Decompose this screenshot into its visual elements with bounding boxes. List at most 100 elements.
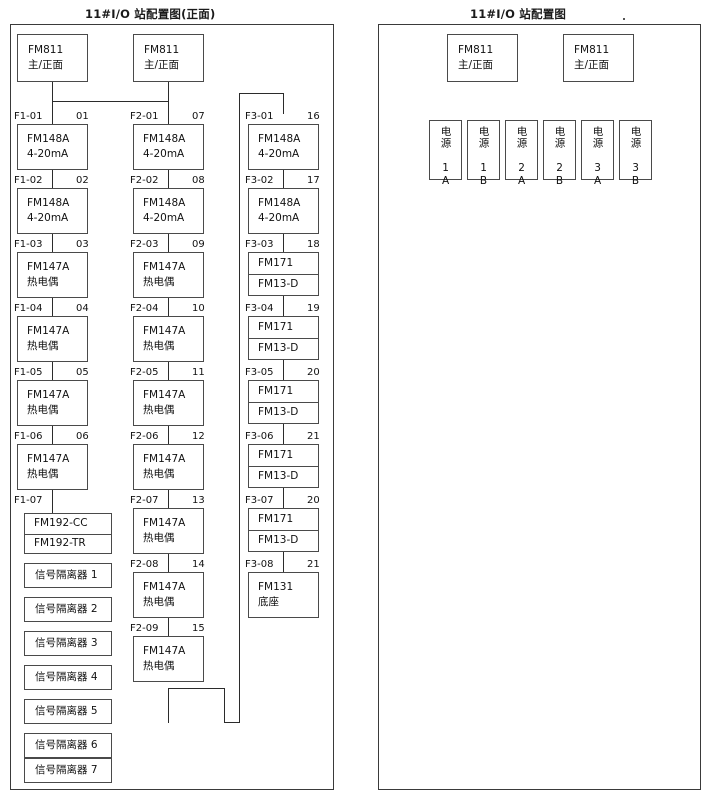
module-f2-05[interactable]: FM147A 热电偶 xyxy=(133,380,204,426)
module-f2-04[interactable]: FM147A 热电偶 xyxy=(133,316,204,362)
connector-f3-02 xyxy=(283,170,285,188)
module-f3-05[interactable]: FM171 FM13-D xyxy=(248,380,319,424)
module-fm811-left-2[interactable]: FM811 主/正面 xyxy=(133,34,204,82)
module-line1: FM147A xyxy=(143,580,186,593)
module-line2: FM13-D xyxy=(249,274,318,295)
bus-spine-f2-bottom xyxy=(168,688,170,723)
module-line2: 主/正面 xyxy=(28,59,64,71)
slot-num-f3-03: 18 xyxy=(307,239,320,250)
module-power-supply-2b[interactable]: 电源 2B xyxy=(543,120,576,188)
module-f1-04[interactable]: FM147A 热电偶 xyxy=(17,316,88,362)
module-line2: 热电偶 xyxy=(27,276,59,288)
connector-f2-04 xyxy=(168,298,170,316)
module-f3-07[interactable]: FM171 FM13-D xyxy=(248,508,319,552)
module-line2: 热电偶 xyxy=(143,276,175,288)
module-f3-02[interactable]: FM148A 4-20mA xyxy=(248,188,319,234)
module-power-supply-3a[interactable]: 电源 3A xyxy=(581,120,614,188)
slot-tag-f2-03: F2-03 xyxy=(130,239,159,250)
module-line1: FM147A xyxy=(143,388,186,401)
module-line2: 热电偶 xyxy=(27,468,59,480)
module-f2-07[interactable]: FM147A 热电偶 xyxy=(133,508,204,554)
module-f3-03[interactable]: FM171 FM13-D xyxy=(248,252,319,296)
module-f2-09[interactable]: FM147A 热电偶 xyxy=(133,636,204,682)
module-signal-isolator-5[interactable]: 信号隔离器 5 xyxy=(24,699,112,724)
module-line2: 热电偶 xyxy=(27,340,59,352)
module-power-supply-1b[interactable]: 电源 1B xyxy=(467,120,500,188)
slot-tag-f3-06: F3-06 xyxy=(245,431,274,442)
slot-tag-f2-08: F2-08 xyxy=(130,559,159,570)
module-f2-02[interactable]: FM148A 4-20mA xyxy=(133,188,204,234)
slot-tag-f2-01: F2-01 xyxy=(130,111,159,122)
module-f1-05[interactable]: FM147A 热电偶 xyxy=(17,380,88,426)
module-signal-isolator-4[interactable]: 信号隔离器 4 xyxy=(24,665,112,690)
module-f2-06[interactable]: FM147A 热电偶 xyxy=(133,444,204,490)
module-line1: FM147A xyxy=(27,324,70,337)
connector-f2-02 xyxy=(168,170,170,188)
module-line1: FM148A xyxy=(27,196,70,209)
module-power-supply-3b[interactable]: 电源 3B xyxy=(619,120,652,188)
module-line1: 信号隔离器 1 xyxy=(35,568,98,581)
bus-feed-f3-top xyxy=(239,93,284,95)
module-fm811-right-1[interactable]: FM811 主/正面 xyxy=(447,34,518,82)
module-power-supply-1a[interactable]: 电源 1A xyxy=(429,120,462,188)
module-line2: 主/正面 xyxy=(144,59,180,71)
power-supply-label: 电源 2A xyxy=(515,126,528,188)
bus-drop-f1 xyxy=(52,82,54,112)
connector-f2-06 xyxy=(168,426,170,444)
module-line2: 热电偶 xyxy=(143,660,175,672)
module-line1: 信号隔离器 5 xyxy=(35,704,98,717)
module-line1: 信号隔离器 2 xyxy=(35,602,98,615)
slot-tag-f1-03: F1-03 xyxy=(14,239,43,250)
module-line1: FM811 xyxy=(144,43,180,56)
module-line1: FM147A xyxy=(143,516,186,529)
module-f1-03[interactable]: FM147A 热电偶 xyxy=(17,252,88,298)
module-line1: FM147A xyxy=(27,260,70,273)
module-f1-06[interactable]: FM147A 热电偶 xyxy=(17,444,88,490)
module-f1-01[interactable]: FM148A 4-20mA xyxy=(17,124,88,170)
module-signal-isolator-1[interactable]: 信号隔离器 1 xyxy=(24,563,112,588)
module-fm811-left-1[interactable]: FM811 主/正面 xyxy=(17,34,88,82)
module-f2-08[interactable]: FM147A 热电偶 xyxy=(133,572,204,618)
connector-f2-08 xyxy=(168,554,170,572)
module-line2: 热电偶 xyxy=(143,532,175,544)
slot-num-f1-03: 03 xyxy=(76,239,89,250)
slot-num-f2-07: 13 xyxy=(192,495,205,506)
slot-num-f2-09: 15 xyxy=(192,623,205,634)
bus-link-heads xyxy=(52,101,169,103)
module-signal-isolator-2[interactable]: 信号隔离器 2 xyxy=(24,597,112,622)
module-f2-03[interactable]: FM147A 热电偶 xyxy=(133,252,204,298)
module-line2: 底座 xyxy=(258,596,279,608)
module-f1-07[interactable]: FM192-CC FM192-TR xyxy=(24,513,112,554)
slot-num-f2-08: 14 xyxy=(192,559,205,570)
module-line2: 4-20mA xyxy=(258,212,300,224)
module-power-supply-2a[interactable]: 电源 2A xyxy=(505,120,538,188)
module-f3-01[interactable]: FM148A 4-20mA xyxy=(248,124,319,170)
slot-tag-f3-02: F3-02 xyxy=(245,175,274,186)
connector-f1-04 xyxy=(52,298,54,316)
module-line1: FM148A xyxy=(258,132,301,145)
title-dot-mark xyxy=(623,18,625,20)
module-f3-06[interactable]: FM171 FM13-D xyxy=(248,444,319,488)
module-line1: 信号隔离器 3 xyxy=(35,636,98,649)
module-line2: 主/正面 xyxy=(458,59,494,71)
slot-num-f2-03: 09 xyxy=(192,239,205,250)
connector-f2-03 xyxy=(168,234,170,252)
module-f3-04[interactable]: FM171 FM13-D xyxy=(248,316,319,360)
module-f3-08[interactable]: FM131 底座 xyxy=(248,572,319,618)
module-signal-isolator-6[interactable]: 信号隔离器 6 xyxy=(24,733,112,758)
module-line1: FM171 xyxy=(258,256,294,269)
slot-num-f3-02: 17 xyxy=(307,175,320,186)
slot-tag-f1-01: F1-01 xyxy=(14,111,43,122)
module-line1: FM147A xyxy=(143,452,186,465)
module-signal-isolator-7[interactable]: 信号隔离器 7 xyxy=(24,758,112,783)
connector-f1-02 xyxy=(52,170,54,188)
slot-num-f2-04: 10 xyxy=(192,303,205,314)
module-signal-isolator-3[interactable]: 信号隔离器 3 xyxy=(24,631,112,656)
slot-num-f3-04: 19 xyxy=(307,303,320,314)
slot-num-f1-05: 05 xyxy=(76,367,89,378)
module-f2-01[interactable]: FM148A 4-20mA xyxy=(133,124,204,170)
slot-tag-f2-05: F2-05 xyxy=(130,367,159,378)
module-f1-02[interactable]: FM148A 4-20mA xyxy=(17,188,88,234)
module-fm811-right-2[interactable]: FM811 主/正面 xyxy=(563,34,634,82)
